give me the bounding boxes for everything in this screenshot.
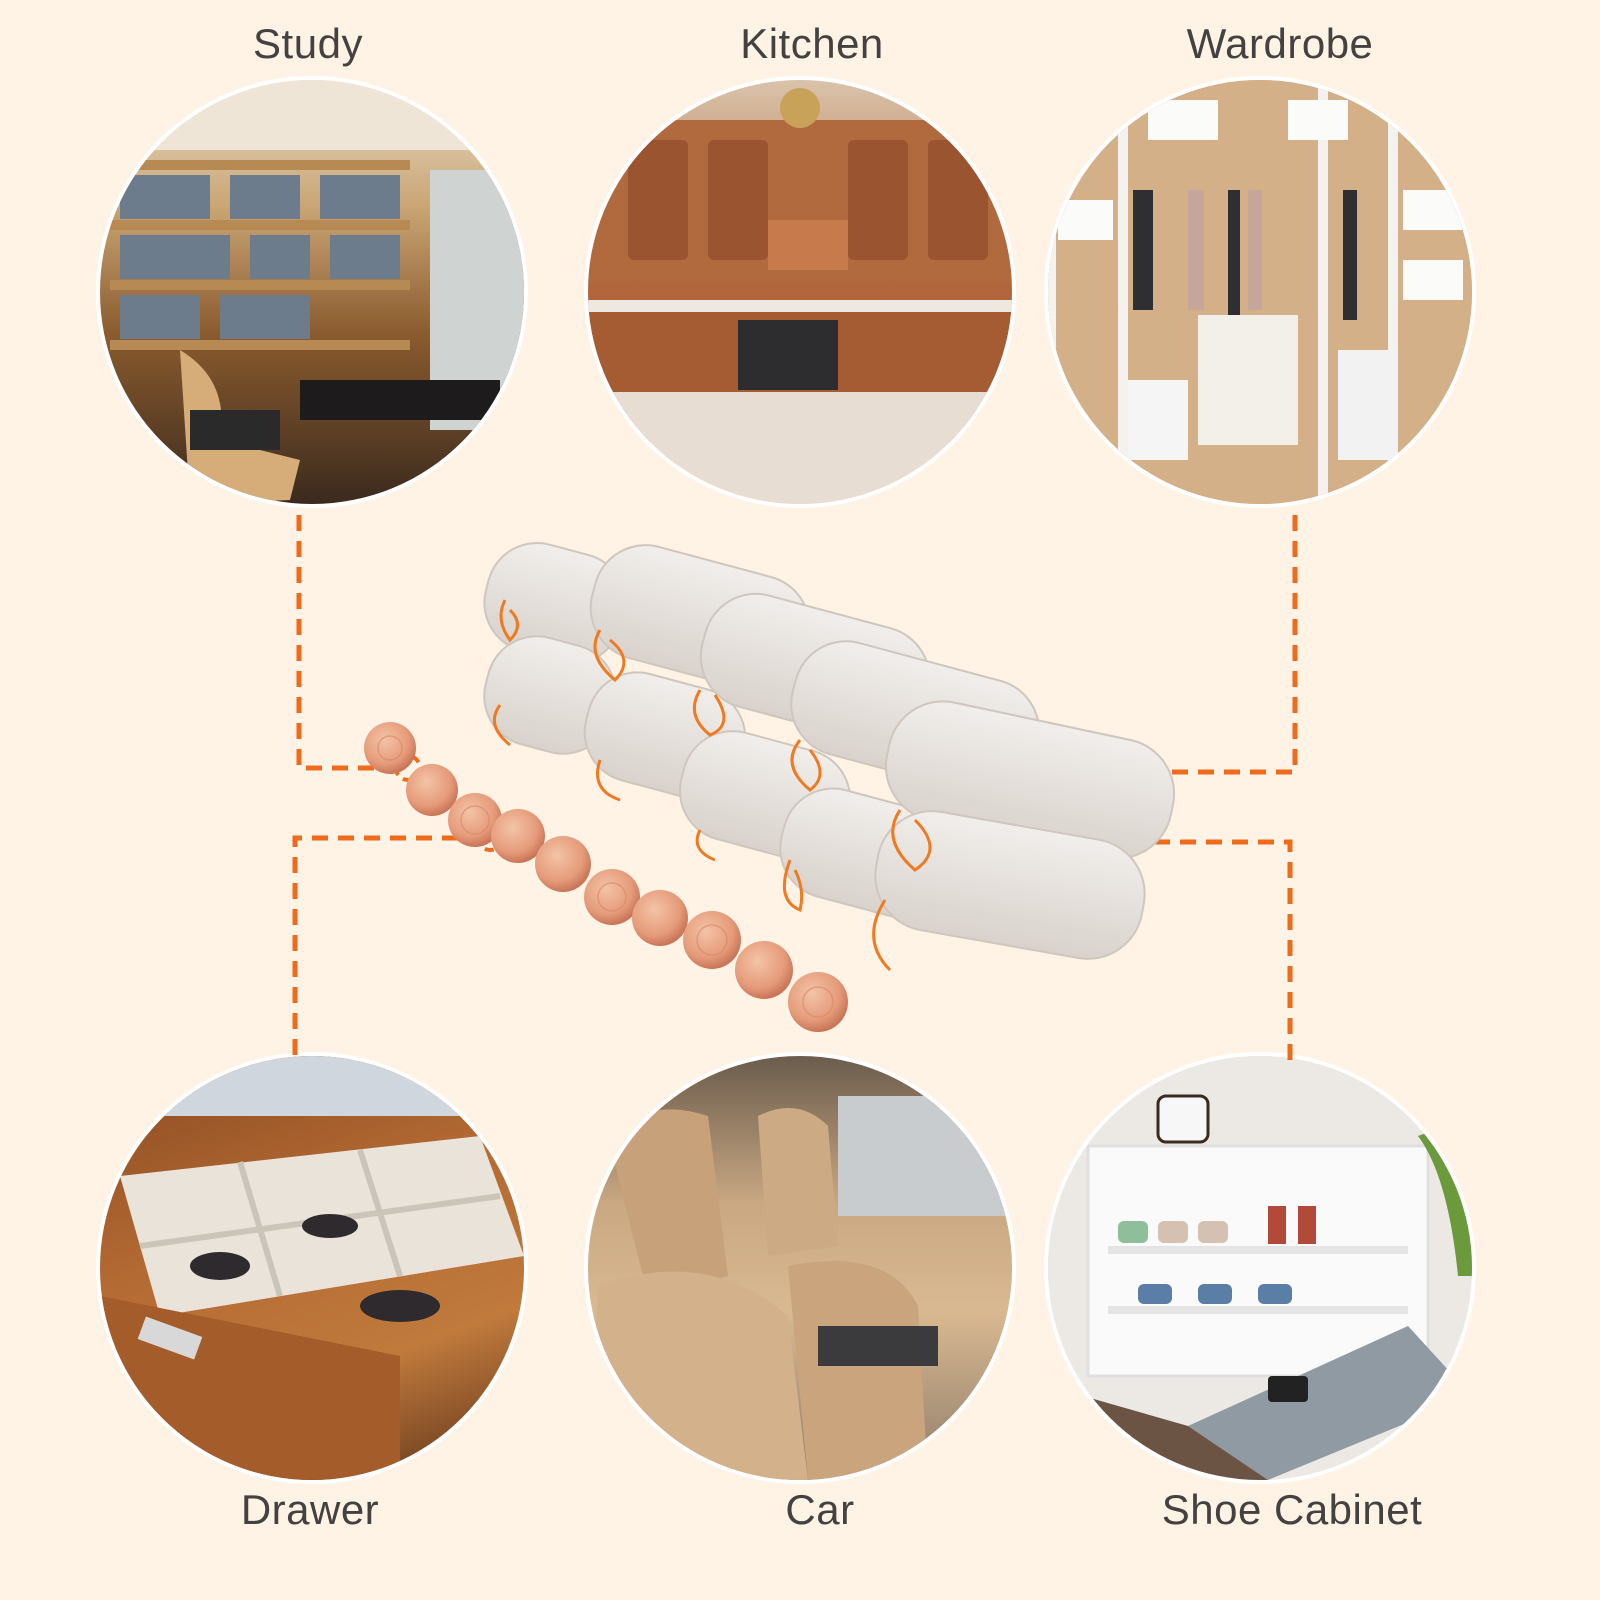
label-kitchen: Kitchen bbox=[740, 20, 884, 67]
study-photo bbox=[100, 80, 524, 504]
kitchen-photo bbox=[588, 80, 1012, 504]
label-shoe-cabinet: Shoe Cabinet bbox=[1161, 1486, 1423, 1533]
label-car: Car bbox=[785, 1486, 855, 1533]
label-wardrobe: Wardrobe bbox=[1186, 20, 1374, 67]
wardrobe-photo bbox=[1048, 80, 1472, 504]
label-drawer: Drawer bbox=[240, 1486, 380, 1533]
label-study: Study bbox=[253, 20, 363, 67]
drawer-photo bbox=[100, 1056, 524, 1480]
car-interior-photo bbox=[588, 1056, 1012, 1480]
shoe-cabinet-photo bbox=[1048, 1056, 1472, 1480]
